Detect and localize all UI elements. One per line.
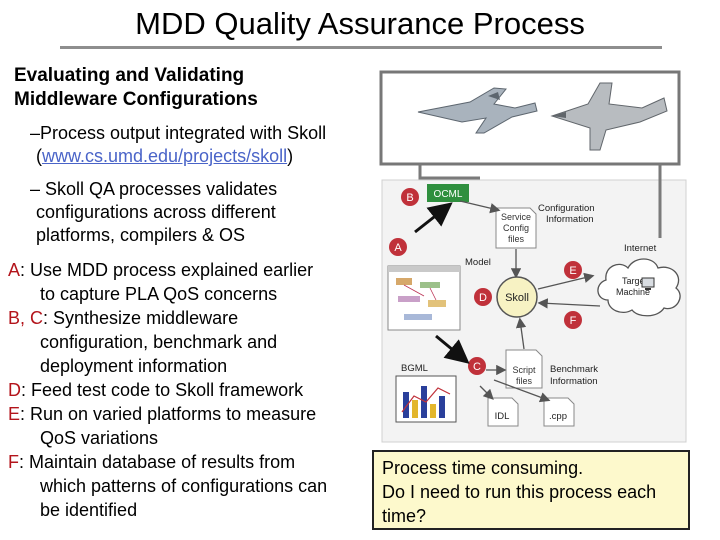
benchmark-info-line-1: Benchmark [550, 364, 598, 375]
svg-text:D: D [479, 292, 487, 304]
marker-e: E [564, 261, 582, 279]
idl-label: IDL [495, 411, 510, 422]
callout-line-2: Do I need to run this process each [382, 480, 680, 504]
script-files-line-2: files [516, 376, 533, 386]
marker-d: D [474, 288, 492, 306]
svg-text:A: A [394, 242, 402, 254]
svg-text:F: F [570, 315, 577, 327]
marker-f: F [564, 311, 582, 329]
configuration-info-line-1: Configuration [538, 203, 595, 214]
benchmark-info-line-2: Information [550, 376, 598, 387]
callout-line-3: time? [382, 504, 680, 528]
svg-text:C: C [473, 361, 481, 373]
service-config-line-2: Config [503, 223, 529, 233]
service-config-line-1: Service [501, 212, 531, 222]
skoll-label: Skoll [505, 292, 529, 304]
target-machine-line-2: Machine [616, 287, 650, 297]
svg-text:E: E [569, 265, 576, 277]
aircraft-connector [420, 164, 480, 178]
internet-label: Internet [624, 243, 657, 254]
bgml-chart-icon [396, 376, 456, 422]
process-time-callout: Process time consuming. Do I need to run… [372, 450, 690, 530]
marker-b: B [401, 188, 419, 206]
configuration-info-line-2: Information [546, 214, 594, 225]
model-screenshot-icon [388, 266, 460, 330]
cpp-label: .cpp [549, 411, 567, 422]
ocml-label: OCML [434, 189, 463, 200]
script-files-line-1: Script [512, 365, 536, 375]
marker-a: A [389, 238, 407, 256]
svg-text:B: B [406, 192, 413, 204]
callout-line-1: Process time consuming. [382, 456, 680, 480]
service-config-line-3: files [508, 234, 525, 244]
model-label: Model [465, 257, 491, 268]
marker-c: C [468, 357, 486, 375]
bgml-label: BGML [401, 363, 428, 374]
